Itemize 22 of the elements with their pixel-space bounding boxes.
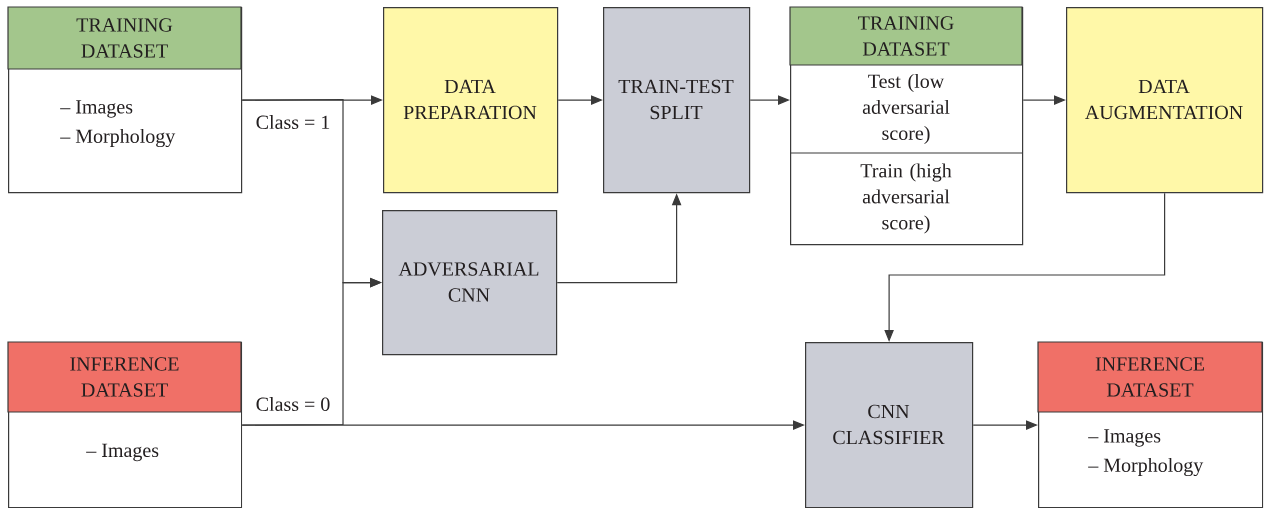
process-box: DATA PREPARATION (383, 7, 559, 194)
list-item: – Morphology (60, 128, 176, 148)
edge-label: Class = 0 (254, 395, 332, 413)
process-box: CNN CLASSIFIER (805, 342, 974, 508)
process-box: ADVERSARIAL CNN (382, 210, 558, 356)
list-item: – Images (60, 100, 133, 118)
list-item: – Morphology (1088, 457, 1204, 477)
dataset-box (7, 341, 243, 508)
edge-label: Class = 1 (254, 113, 332, 131)
process-box: TRAIN-TEST SPLIT (603, 7, 751, 194)
header-cell: TRAINING DATASET (7, 6, 242, 70)
header-cell: TRAINING DATASET (789, 6, 1023, 66)
header-cell: INFERENCE DATASET (7, 341, 242, 413)
dataset-box (1037, 341, 1264, 508)
list-item: – Images (1088, 429, 1161, 447)
process-box: DATA AUGMENTATION (1066, 7, 1264, 194)
section-text: Train (high adversarial score) (860, 163, 952, 234)
section-text: Test (low adversarial score) (862, 73, 950, 145)
dataset-box (7, 6, 243, 194)
header-cell: INFERENCE DATASET (1037, 341, 1263, 413)
list-item: – Images (86, 443, 159, 462)
dataset-box (789, 6, 1024, 246)
